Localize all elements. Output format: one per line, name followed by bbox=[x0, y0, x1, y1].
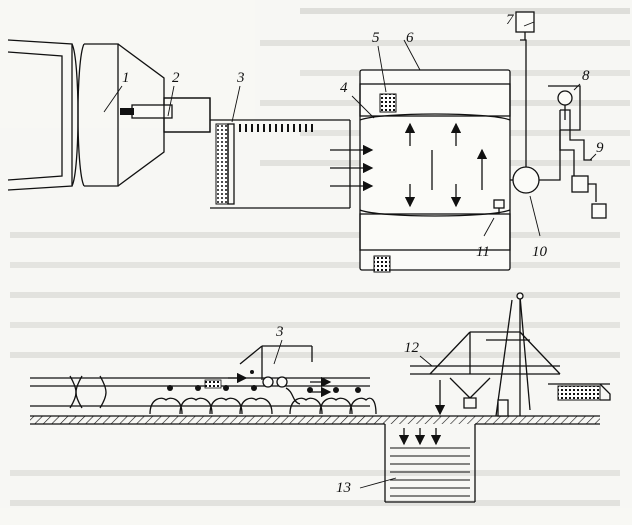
settling-tank bbox=[384, 424, 476, 503]
label-13: 13 bbox=[336, 480, 351, 496]
inlet-duct bbox=[7, 39, 211, 191]
feeder-mechanism bbox=[239, 345, 313, 405]
lower-scheme: 3 12 13 bbox=[30, 292, 611, 503]
label-8: 8 bbox=[582, 68, 590, 84]
label-4: 4 bbox=[340, 80, 348, 96]
stalls-left bbox=[149, 385, 273, 415]
label-9: 9 bbox=[596, 140, 604, 156]
press-rig bbox=[410, 292, 611, 417]
label-3-lower: 3 bbox=[275, 324, 284, 340]
treatment-chamber bbox=[330, 39, 511, 273]
label-12: 12 bbox=[404, 340, 420, 356]
label-10: 10 bbox=[532, 244, 548, 260]
label-7: 7 bbox=[506, 12, 515, 28]
label-2: 2 bbox=[172, 70, 180, 86]
label-6: 6 bbox=[406, 30, 414, 46]
label-5: 5 bbox=[372, 30, 380, 46]
filter-screen bbox=[210, 119, 350, 209]
stalls-right bbox=[289, 387, 377, 415]
label-11: 11 bbox=[476, 244, 490, 260]
label-3: 3 bbox=[236, 70, 245, 86]
pump-and-pipework bbox=[483, 11, 607, 237]
label-1: 1 bbox=[122, 70, 130, 86]
upper-scheme: 1 2 3 4 5 6 7 8 9 10 11 bbox=[7, 11, 607, 273]
